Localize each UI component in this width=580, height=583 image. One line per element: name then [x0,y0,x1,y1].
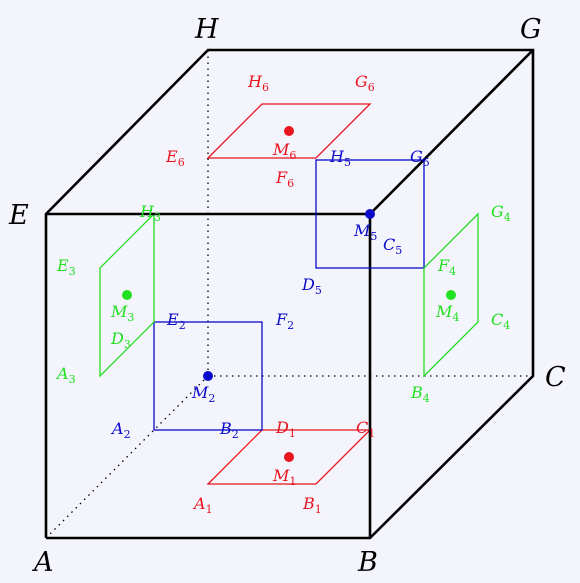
label-g5: G5 [410,147,430,169]
label-a: A [31,547,54,578]
label-f6: F6 [275,168,294,190]
midpoint-m2 [203,371,213,381]
label-e: E [8,200,29,231]
midpoint-m5 [365,209,375,219]
label-f2: F2 [275,310,294,332]
label-a1: A1 [192,494,213,516]
label-c4: C4 [491,310,510,332]
face-2-square [153,321,263,431]
point-labels: A1 B1 C1 D1 M1 A2 B2 E2 F2 M2 A3 D3 E3 H… [55,72,511,516]
label-e2: E2 [166,310,186,332]
label-g4: G4 [491,202,511,224]
label-b1: B1 [302,494,322,516]
label-e6: E6 [165,147,185,169]
label-d3: D3 [110,329,131,351]
label-m1: M1 [272,466,296,488]
cube-vertex-labels: A B C E G H [8,14,566,578]
hidden-edge-a-d [45,375,209,539]
label-g: G [520,14,542,45]
label-g6: G6 [355,72,375,94]
label-f4: F4 [437,256,456,278]
label-h: H [194,14,219,45]
label-e3: E3 [56,256,76,278]
midpoint-m1 [284,452,294,462]
label-d1: D1 [275,418,296,440]
square-b4-c4-g4-f4 [423,212,479,378]
face-4-square [423,212,479,378]
edge-f-g [369,49,534,215]
label-h5: H5 [329,147,351,169]
label-a2: A2 [110,419,131,441]
midpoint-m6 [284,126,294,136]
label-a3: A3 [55,364,76,386]
label-m5: M5 [353,221,377,243]
label-b2: B2 [219,419,239,441]
label-d5: D5 [301,275,322,297]
label-b: B [357,547,378,578]
face-6-square [206,103,372,159]
label-c1: C1 [356,418,375,440]
square-e6-f6-g6-h6 [206,103,372,159]
label-m4: M4 [435,302,459,324]
label-m3: M3 [110,302,134,324]
midpoint-m4 [446,290,456,300]
face-3-square [99,212,155,378]
face-5-square [315,159,425,269]
midpoint-m3 [122,290,132,300]
label-m2: M2 [191,383,215,405]
label-c: C [545,362,566,393]
label-h3: H3 [139,202,161,224]
label-h6: H6 [247,72,269,94]
label-c5: C5 [383,235,402,257]
square-d5-c5-g5-h5 [315,159,425,269]
label-b4: B4 [410,383,430,405]
square-a2-b2-f2-e2 [153,321,263,431]
label-m6: M6 [272,140,296,162]
